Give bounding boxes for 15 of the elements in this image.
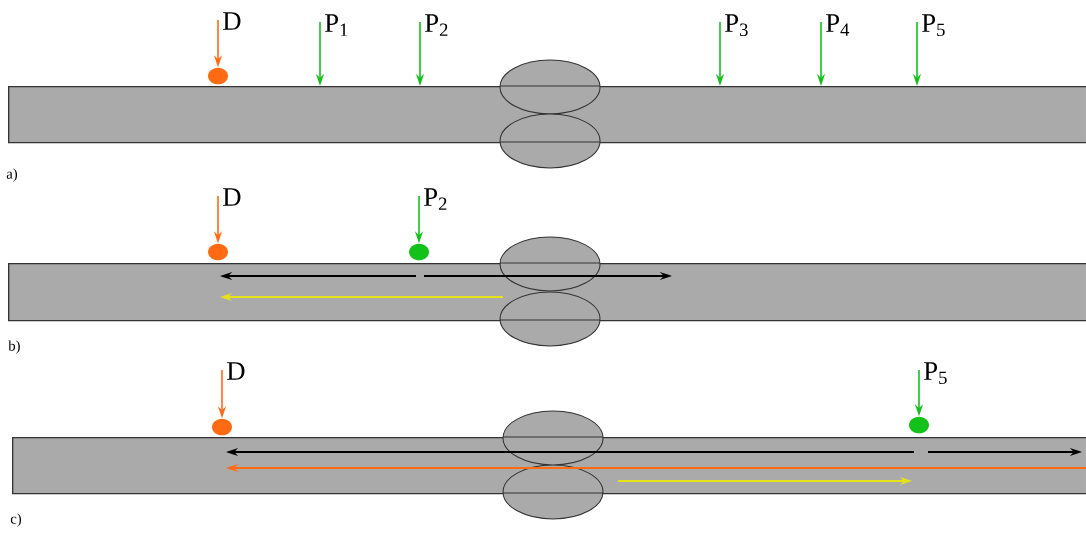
sensor-label: D <box>223 188 241 206</box>
beam <box>8 263 1086 322</box>
beam <box>8 86 1086 144</box>
sensor-label: P$_{5}$ <box>922 14 945 37</box>
panel-label: a) <box>6 168 18 182</box>
sensor-label: P$_{2}$ <box>424 188 447 210</box>
sensor-label: D <box>223 12 241 30</box>
sensor-label: P$_{3}$ <box>725 14 748 37</box>
sensor-label: P$_{5}$ <box>924 362 947 385</box>
panel-label: c) <box>10 513 22 527</box>
sensor-label: P$_{4}$ <box>826 14 850 36</box>
sensor-label: P$_{1}$ <box>325 14 348 36</box>
sensor-label: P$_{2}$ <box>425 14 448 36</box>
panel-label: b) <box>8 340 20 354</box>
sensor-label: D <box>227 362 245 380</box>
